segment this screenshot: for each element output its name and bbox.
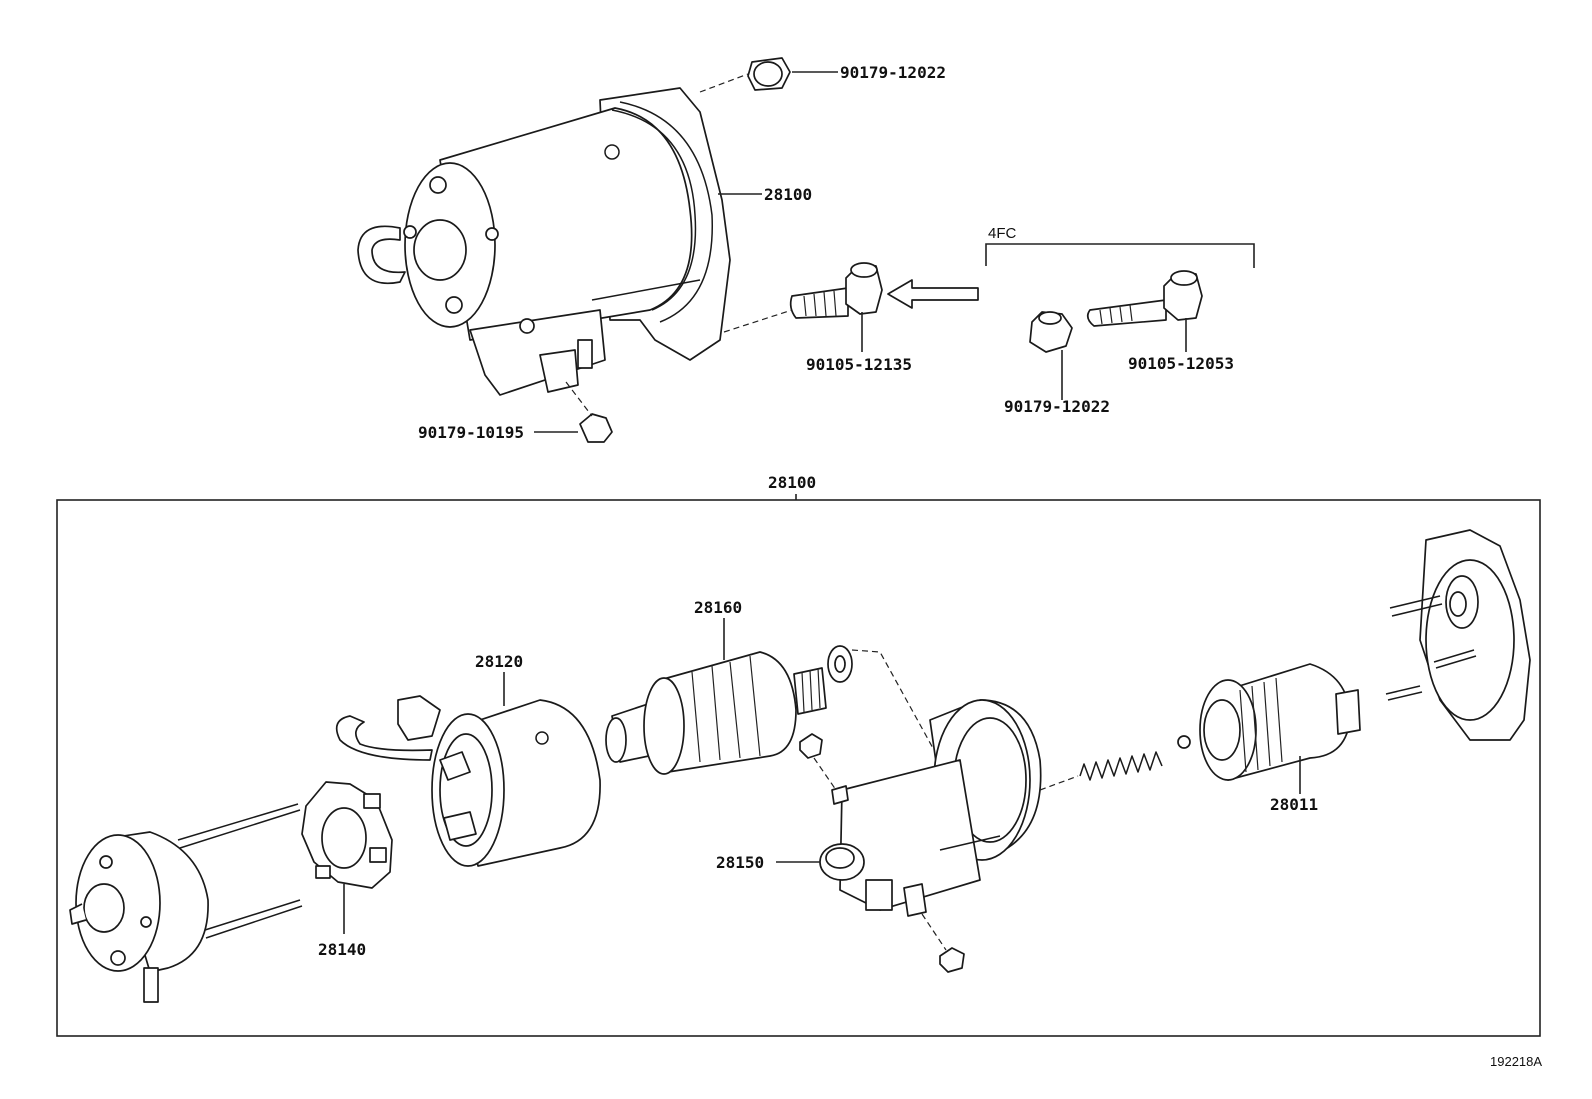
leader-bolt-main-dash [723,309,793,333]
callout-magnetic-switch: 28150 [716,853,764,872]
nut-exploded-lower-dash [921,913,947,951]
callout-starter-assy: 28100 [764,185,812,204]
nut-exploded-lower [939,947,965,973]
nut-exploded-upper-dash [813,757,837,791]
callout-nut-4fc: 90179-12022 [1004,397,1110,416]
spring-part [1039,751,1163,791]
callout-nut-terminal: 90179-10195 [418,423,524,442]
group-bracket [985,243,1255,268]
exploded-view-frame [56,499,1541,1037]
callout-brush-holder: 28140 [318,940,366,959]
armature-part [605,651,827,775]
bolt-4fc-part [1086,270,1203,327]
magnetic-switch-part [819,699,1042,917]
callout-bolt-4fc: 90105-12053 [1128,354,1234,373]
drive-housing-part [1385,529,1531,741]
starter-assembly-drawing [357,87,731,396]
box-title: 28100 [768,473,816,492]
group-label: 4FC [988,225,1017,242]
figure-reference: 192218A [1490,1054,1542,1069]
end-cover-part [69,803,303,1003]
callout-bolt-main: 90105-12135 [806,355,912,374]
callout-clutch: 28011 [1270,795,1318,814]
clutch-part [1199,663,1361,781]
washer-dash [851,649,935,751]
brush-holder-part [301,781,393,889]
replacement-arrow [887,279,979,309]
leader-nut-terminal-dash [565,381,593,417]
bolt-main-part [789,262,883,319]
callout-armature: 28160 [694,598,742,617]
washer-hole [834,655,846,673]
nut-exploded-upper [799,733,823,759]
steel-ball-part [1177,735,1191,749]
leader-nut-top-dash [699,73,749,93]
nut-4fc-part [1029,311,1073,353]
callout-yoke: 28120 [475,652,523,671]
nut-top-part [747,57,791,91]
yoke-part [335,695,601,867]
nut-terminal-part [579,413,613,443]
spring-dash [1039,775,1079,791]
callout-nut-top: 90179-12022 [840,63,946,82]
